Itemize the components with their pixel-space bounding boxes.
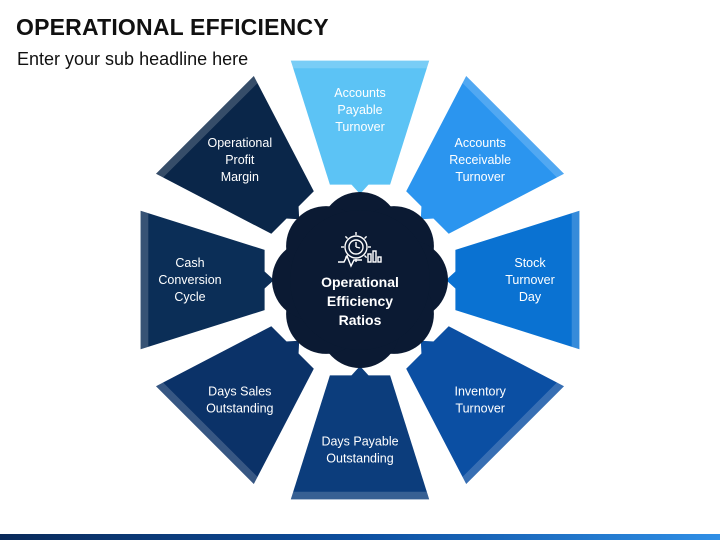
segment-shape bbox=[290, 375, 430, 500]
segment-pointer bbox=[348, 180, 372, 194]
segment-label-line: Profit bbox=[225, 153, 255, 167]
segment-shape bbox=[156, 76, 314, 234]
segment-label-line: Turnover bbox=[455, 402, 505, 416]
segment-label-line: Days Payable bbox=[321, 435, 398, 449]
segment-pointer bbox=[281, 201, 300, 220]
segments-layer: AccountsPayableTurnoverAccountsReceivabl… bbox=[140, 60, 580, 500]
segment-edge-highlight bbox=[290, 60, 430, 69]
segment-edge-highlight bbox=[156, 76, 258, 178]
segment-shape bbox=[455, 210, 580, 350]
segment-shape bbox=[140, 210, 265, 350]
segment-label-line: Turnover bbox=[335, 120, 385, 134]
segment-label-line: Outstanding bbox=[326, 452, 393, 466]
segment-pointer bbox=[348, 366, 372, 380]
segment-edge-highlight bbox=[290, 491, 430, 500]
segment-edge-highlight bbox=[462, 382, 564, 484]
segment-pointer bbox=[281, 340, 300, 359]
segment-label-line: Margin bbox=[221, 170, 259, 184]
segment-label-line: Conversion bbox=[158, 273, 221, 287]
segment-edge-highlight bbox=[156, 382, 258, 484]
center-title-line: Ratios bbox=[339, 312, 382, 328]
segment-label-line: Days Sales bbox=[208, 385, 271, 399]
segment-pointer bbox=[420, 340, 439, 359]
segment-edge-highlight bbox=[571, 210, 580, 350]
segment-label-line: Turnover bbox=[505, 273, 555, 287]
segment-shape bbox=[290, 60, 430, 185]
segment-pointer bbox=[446, 268, 460, 292]
page-subtitle: Enter your sub headline here bbox=[17, 49, 249, 69]
segment-label-line: Day bbox=[519, 290, 542, 304]
center-title-line: Operational bbox=[321, 274, 399, 290]
segment-edge-highlight bbox=[462, 76, 564, 178]
page-title: OPERATIONAL EFFICIENCY bbox=[16, 14, 329, 40]
segment-label-line: Cycle bbox=[174, 290, 205, 304]
segment-label-line: Turnover bbox=[455, 170, 505, 184]
segment-label-line: Inventory bbox=[454, 385, 506, 399]
segment-label-line: Cash bbox=[175, 256, 204, 270]
segment-shape bbox=[406, 326, 564, 484]
segment-label-line: Outstanding bbox=[206, 402, 273, 416]
segment-label-line: Stock bbox=[514, 256, 546, 270]
segment-label-line: Payable bbox=[337, 103, 382, 117]
bottom-accent-bar bbox=[0, 534, 720, 540]
segment-shape bbox=[406, 76, 564, 234]
segment-label-line: Accounts bbox=[454, 136, 505, 150]
center-title-line: Efficiency bbox=[327, 293, 393, 309]
segment-label-line: Accounts bbox=[334, 86, 385, 100]
segment-label-line: Receivable bbox=[449, 153, 511, 167]
gear-clock-chart-icon bbox=[338, 232, 382, 268]
segment-pointer bbox=[260, 268, 274, 292]
center-hub-shape bbox=[272, 192, 448, 368]
segment-label-line: Operational bbox=[207, 136, 272, 150]
segment-shape bbox=[156, 326, 314, 484]
segment-edge-highlight bbox=[140, 210, 149, 350]
segment-pointer bbox=[420, 201, 439, 220]
